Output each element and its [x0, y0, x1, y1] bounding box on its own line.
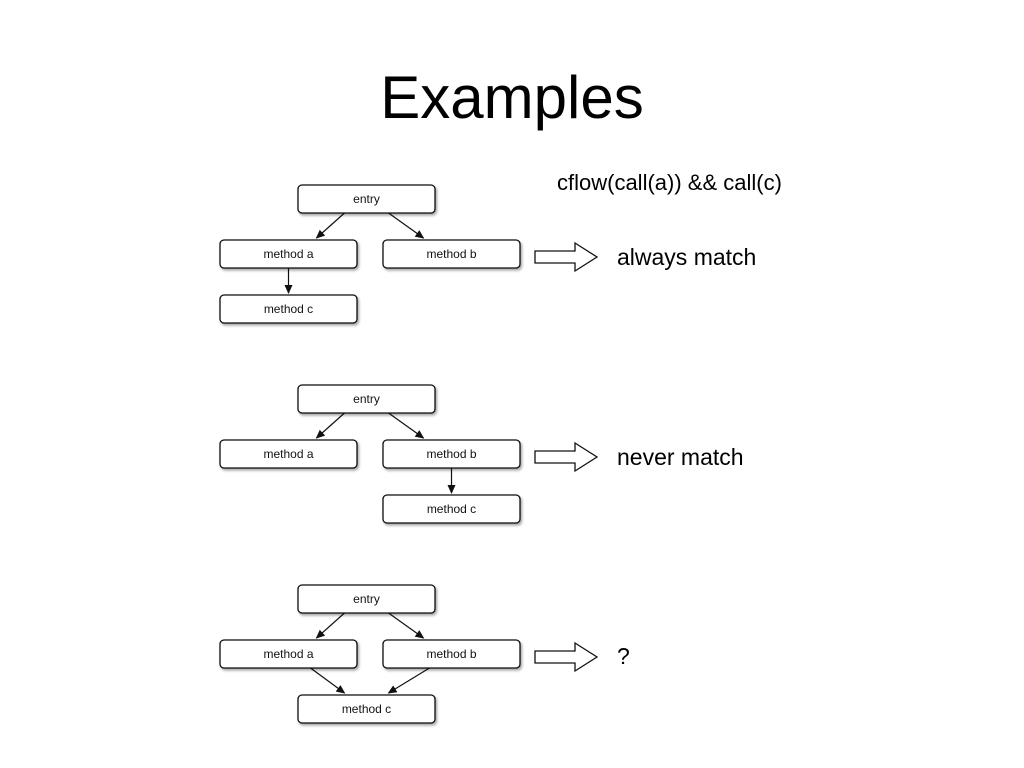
call-node-label: method b — [426, 247, 476, 261]
call-node-label: entry — [353, 592, 380, 606]
call-edge-entry-to-b — [388, 612, 425, 639]
call-node-label: method c — [342, 702, 391, 716]
call-node-label: method a — [263, 647, 313, 661]
call-node-label: method a — [263, 247, 313, 261]
call-node-box — [382, 439, 521, 469]
outcome-arrow-icon — [534, 441, 599, 473]
call-node-label: method c — [264, 302, 313, 316]
call-node-box — [219, 639, 358, 669]
call-edge-entry-to-b — [388, 212, 425, 239]
outcome-arrow-icon — [534, 641, 599, 673]
call-node-box — [219, 239, 358, 269]
call-node-entry: entry — [297, 384, 436, 414]
result-label-1: always match — [617, 244, 757, 270]
call-node-box — [219, 294, 358, 324]
result-label-3: ? — [617, 643, 630, 669]
call-node-label: method a — [263, 447, 313, 461]
result-label-2: never match — [617, 444, 744, 470]
slide-title: Examples — [380, 64, 644, 131]
call-node-box — [297, 384, 436, 414]
example-diagram-3: entry method a method b method c — [219, 584, 599, 724]
call-node-box — [297, 694, 436, 724]
outcome-arrow-icon — [534, 241, 599, 273]
call-node-entry: entry — [297, 584, 436, 614]
example-diagram-2: entry method a method b method c — [219, 384, 599, 524]
call-edge-a-to-c — [310, 667, 346, 694]
call-edge-entry-to-b — [388, 412, 425, 439]
call-node-label: method b — [426, 647, 476, 661]
call-node-box — [297, 584, 436, 614]
call-node-box — [382, 494, 521, 524]
call-node-label: method b — [426, 447, 476, 461]
call-edge-b-to-c — [387, 667, 430, 694]
call-edge-entry-to-a — [315, 612, 345, 639]
call-node-c: method c — [382, 494, 521, 524]
call-node-a: method a — [219, 639, 358, 669]
call-node-entry: entry — [297, 184, 436, 214]
call-node-label: method c — [427, 502, 476, 516]
call-node-a: method a — [219, 239, 358, 269]
call-node-box — [382, 639, 521, 669]
call-node-c: method c — [297, 694, 436, 724]
call-node-c: method c — [219, 294, 358, 324]
call-node-b: method b — [382, 639, 521, 669]
call-node-box — [297, 184, 436, 214]
call-edge-entry-to-a — [315, 412, 345, 439]
call-node-box — [382, 239, 521, 269]
call-node-label: entry — [353, 392, 380, 406]
call-node-b: method b — [382, 239, 521, 269]
example-diagram-1: entry method a method b method c — [219, 184, 599, 324]
call-node-b: method b — [382, 439, 521, 469]
call-node-box — [219, 439, 358, 469]
call-node-label: entry — [353, 192, 380, 206]
call-edge-entry-to-a — [315, 212, 345, 239]
call-node-a: method a — [219, 439, 358, 469]
pointcut-expression: cflow(call(a)) && call(c) — [557, 170, 782, 195]
